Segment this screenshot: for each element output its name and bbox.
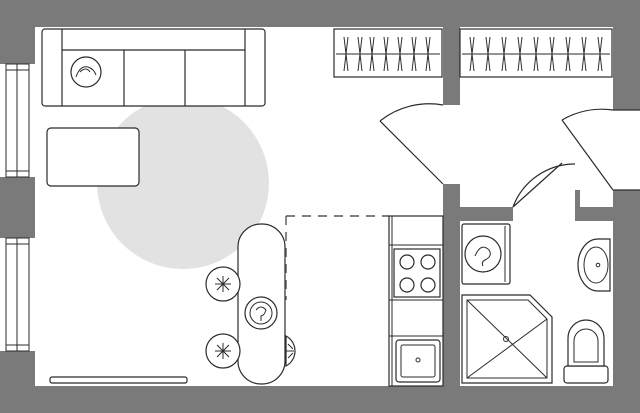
- burner-icon: [420, 254, 436, 270]
- wall-stub-left: [443, 184, 460, 207]
- round-rug: [97, 97, 269, 269]
- wall-left-top: [0, 0, 35, 64]
- wall-left-middle: [0, 177, 35, 238]
- burner-icon: [399, 254, 415, 270]
- wall-bath-top-right: [575, 207, 640, 221]
- wall-right-upper: [613, 0, 640, 413]
- wardrobe-left: [333, 28, 443, 78]
- pillow-icon: [70, 56, 102, 88]
- burner-icon: [399, 277, 415, 293]
- wall-stub-right: [575, 190, 580, 221]
- kitchen-sink: [395, 339, 441, 383]
- shower-drain-icon: [503, 336, 509, 342]
- wall-top: [0, 0, 640, 27]
- wardrobe-right: [459, 28, 613, 78]
- door-studio: [379, 120, 444, 185]
- door-entrance: [561, 119, 614, 191]
- door-bathroom: [512, 162, 563, 208]
- zone-boundary: [285, 215, 389, 300]
- wall-bottom: [0, 386, 640, 413]
- coffee-table: [46, 127, 140, 187]
- washbasin: [577, 238, 611, 292]
- wall-bath-top-left: [443, 207, 513, 221]
- kitchen: [388, 215, 444, 387]
- bathroom: [461, 223, 611, 384]
- windows: [5, 63, 30, 352]
- sofa: [41, 28, 266, 107]
- wall-partition-lower: [443, 184, 460, 413]
- doors: [379, 103, 640, 208]
- floor-mat: [49, 376, 188, 384]
- wall-left-bottom: [0, 351, 35, 413]
- burner-icon: [420, 277, 436, 293]
- toilet: [563, 319, 609, 384]
- wall-partition-upper: [443, 0, 460, 105]
- dining-set: [205, 223, 296, 385]
